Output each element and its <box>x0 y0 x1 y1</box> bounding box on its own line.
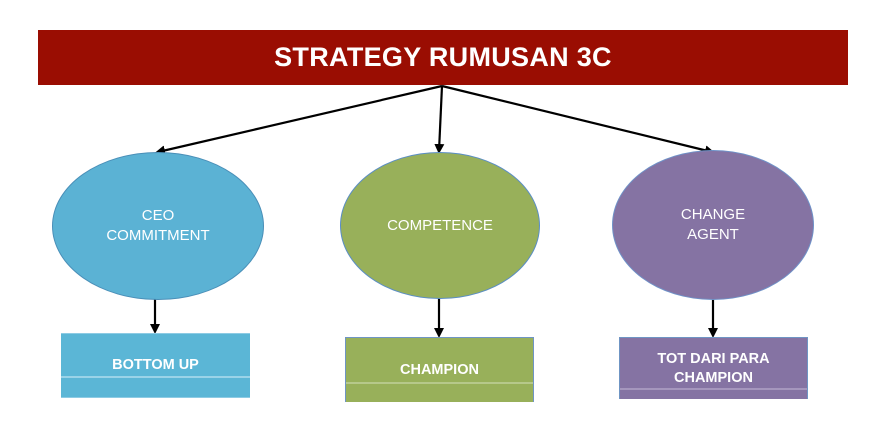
box-champion: CHAMPION <box>345 337 534 402</box>
diagram-title: STRATEGY RUMUSAN 3C <box>38 30 848 85</box>
arrow-title-to-change <box>441 84 715 156</box>
node-competence-label: COMPETENCE <box>387 216 493 234</box>
node-change-agent: CHANGE AGENT <box>612 150 814 300</box>
box-bottom-up: BOTTOM UP <box>61 333 250 398</box>
box-tot-divider <box>620 388 807 390</box>
diagram-title-text: STRATEGY RUMUSAN 3C <box>274 42 612 72</box>
node-ceo-commitment: CEO COMMITMENT <box>52 152 264 300</box>
box-tot-dari-para-champion: TOT DARI PARA CHAMPION <box>619 337 808 399</box>
node-change-agent-label: CHANGE AGENT <box>680 206 746 243</box>
box-tot-dari-para-champion-label: TOT DARI PARA CHAMPION <box>657 350 770 386</box>
node-competence: COMPETENCE <box>340 152 540 299</box>
node-ceo-commitment-label: CEO COMMITMENT <box>106 207 210 244</box>
arrow-title-to-ceo <box>155 84 443 156</box>
box-champion-label: CHAMPION <box>400 361 479 378</box>
box-bottom-up-label: BOTTOM UP <box>112 357 199 373</box>
box-bottom-up-divider <box>61 376 250 378</box>
arrow-title-to-competence <box>434 85 445 154</box>
box-champion-divider <box>346 382 533 384</box>
